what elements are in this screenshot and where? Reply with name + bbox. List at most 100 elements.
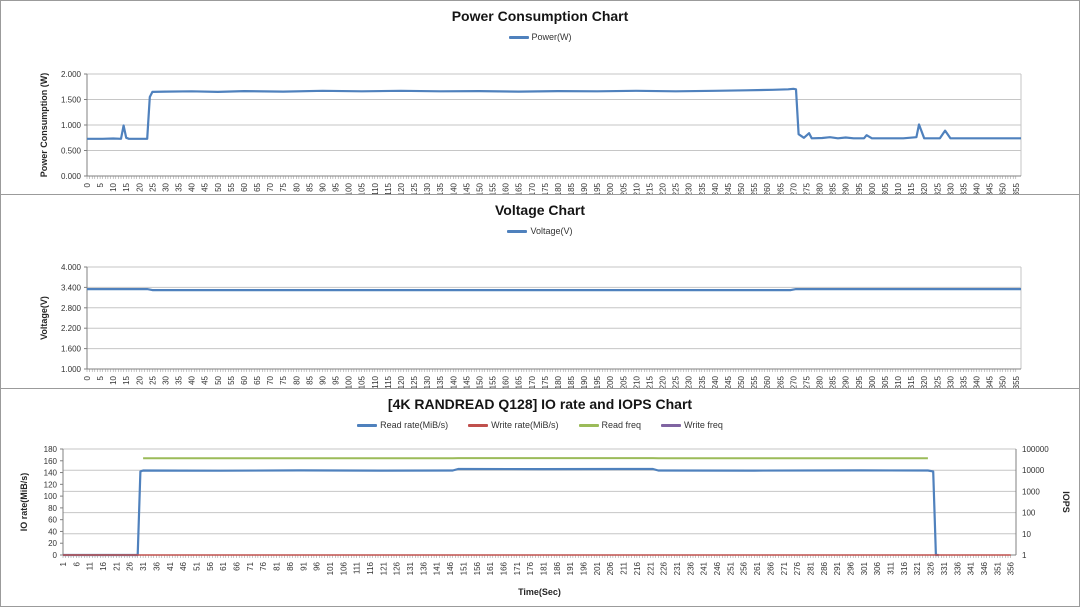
svg-text:15: 15 xyxy=(122,182,131,191)
svg-text:355: 355 xyxy=(1012,182,1021,195)
svg-text:305: 305 xyxy=(881,182,890,195)
x-axis-minor-ticks xyxy=(86,176,1017,179)
svg-text:5: 5 xyxy=(96,182,105,187)
svg-text:115: 115 xyxy=(384,182,393,195)
svg-text:1.600: 1.600 xyxy=(61,345,82,354)
y-axis-title: Power Consumption (W) xyxy=(39,73,49,178)
svg-text:90: 90 xyxy=(318,182,327,191)
svg-text:241: 241 xyxy=(700,561,709,575)
svg-text:296: 296 xyxy=(846,561,855,575)
axes xyxy=(86,267,1021,370)
svg-text:90: 90 xyxy=(318,375,327,384)
svg-text:180: 180 xyxy=(44,445,58,454)
svg-text:80: 80 xyxy=(292,182,301,191)
svg-text:226: 226 xyxy=(660,561,669,575)
svg-text:225: 225 xyxy=(672,182,681,195)
svg-text:346: 346 xyxy=(980,561,989,575)
gridlines xyxy=(63,448,1016,535)
svg-text:95: 95 xyxy=(332,182,341,191)
legend-item-label: Write rate(MiB/s) xyxy=(491,420,559,430)
svg-text:86: 86 xyxy=(286,561,295,570)
io-rate-chart-canvas: 0204060801001201401601801101001000100001… xyxy=(19,445,1071,597)
legend-item: Power(W) xyxy=(508,32,572,42)
svg-text:10: 10 xyxy=(109,375,118,384)
svg-text:205: 205 xyxy=(619,375,628,389)
svg-text:140: 140 xyxy=(449,375,458,389)
svg-text:236: 236 xyxy=(686,561,695,575)
gridlines xyxy=(87,73,1022,176)
svg-text:320: 320 xyxy=(920,182,929,195)
legend-line-icon xyxy=(468,423,489,427)
svg-text:70: 70 xyxy=(266,375,275,384)
svg-text:215: 215 xyxy=(645,375,654,389)
svg-text:291: 291 xyxy=(833,561,842,575)
svg-text:160: 160 xyxy=(44,457,58,466)
svg-text:10: 10 xyxy=(109,182,118,191)
legend-line-icon xyxy=(578,423,599,427)
svg-text:150: 150 xyxy=(475,182,484,195)
svg-text:276: 276 xyxy=(793,561,802,575)
svg-text:30: 30 xyxy=(161,375,170,384)
svg-text:145: 145 xyxy=(462,182,471,195)
y-axis-title: Voltage(V) xyxy=(39,296,49,340)
svg-text:185: 185 xyxy=(567,375,576,389)
svg-text:245: 245 xyxy=(724,182,733,195)
svg-text:165: 165 xyxy=(515,182,524,195)
voltage-chart-title: Voltage Chart xyxy=(495,202,585,218)
svg-text:310: 310 xyxy=(894,375,903,389)
series-line-power-w- xyxy=(87,87,1021,140)
svg-text:80: 80 xyxy=(292,375,301,384)
svg-text:230: 230 xyxy=(685,182,694,195)
svg-text:335: 335 xyxy=(959,182,968,195)
x-axis-minor-ticks xyxy=(62,555,1011,558)
svg-text:321: 321 xyxy=(913,561,922,575)
svg-text:21: 21 xyxy=(112,561,121,570)
svg-text:181: 181 xyxy=(540,561,549,575)
y-axis-title: IO rate(MiB/s) xyxy=(19,473,29,532)
svg-text:81: 81 xyxy=(273,561,282,570)
svg-text:295: 295 xyxy=(855,375,864,389)
svg-text:20: 20 xyxy=(48,539,57,548)
svg-text:175: 175 xyxy=(541,375,550,389)
svg-text:100: 100 xyxy=(345,182,354,195)
svg-text:245: 245 xyxy=(724,375,733,389)
svg-text:26: 26 xyxy=(126,561,135,570)
svg-text:135: 135 xyxy=(436,182,445,195)
svg-text:25: 25 xyxy=(148,182,157,191)
svg-text:280: 280 xyxy=(816,182,825,195)
svg-text:51: 51 xyxy=(192,561,201,570)
svg-text:210: 210 xyxy=(632,375,641,389)
svg-text:151: 151 xyxy=(459,561,468,575)
svg-text:46: 46 xyxy=(179,561,188,570)
svg-text:121: 121 xyxy=(379,561,388,575)
svg-text:55: 55 xyxy=(227,182,236,191)
svg-text:115: 115 xyxy=(384,375,393,388)
svg-text:290: 290 xyxy=(842,375,851,389)
svg-text:275: 275 xyxy=(802,182,811,195)
svg-text:66: 66 xyxy=(233,561,242,570)
svg-text:126: 126 xyxy=(393,561,402,575)
svg-text:105: 105 xyxy=(358,375,367,389)
svg-text:315: 315 xyxy=(907,375,916,389)
svg-text:76: 76 xyxy=(259,561,268,570)
svg-text:230: 230 xyxy=(685,375,694,389)
svg-text:235: 235 xyxy=(698,182,707,195)
svg-text:180: 180 xyxy=(554,182,563,195)
svg-text:56: 56 xyxy=(206,561,215,570)
legend-item: Write rate(MiB/s) xyxy=(468,420,559,430)
svg-text:0.000: 0.000 xyxy=(61,172,82,181)
io-rate-chart-title: [4K RANDREAD Q128] IO rate and IOPS Char… xyxy=(387,396,693,412)
svg-text:40: 40 xyxy=(188,375,197,384)
svg-text:101: 101 xyxy=(326,561,335,575)
svg-text:60: 60 xyxy=(48,516,57,525)
svg-text:96: 96 xyxy=(313,561,322,570)
svg-text:215: 215 xyxy=(645,182,654,195)
svg-text:251: 251 xyxy=(726,561,735,575)
svg-text:325: 325 xyxy=(933,375,942,389)
svg-text:316: 316 xyxy=(900,561,909,575)
svg-text:35: 35 xyxy=(175,182,184,191)
